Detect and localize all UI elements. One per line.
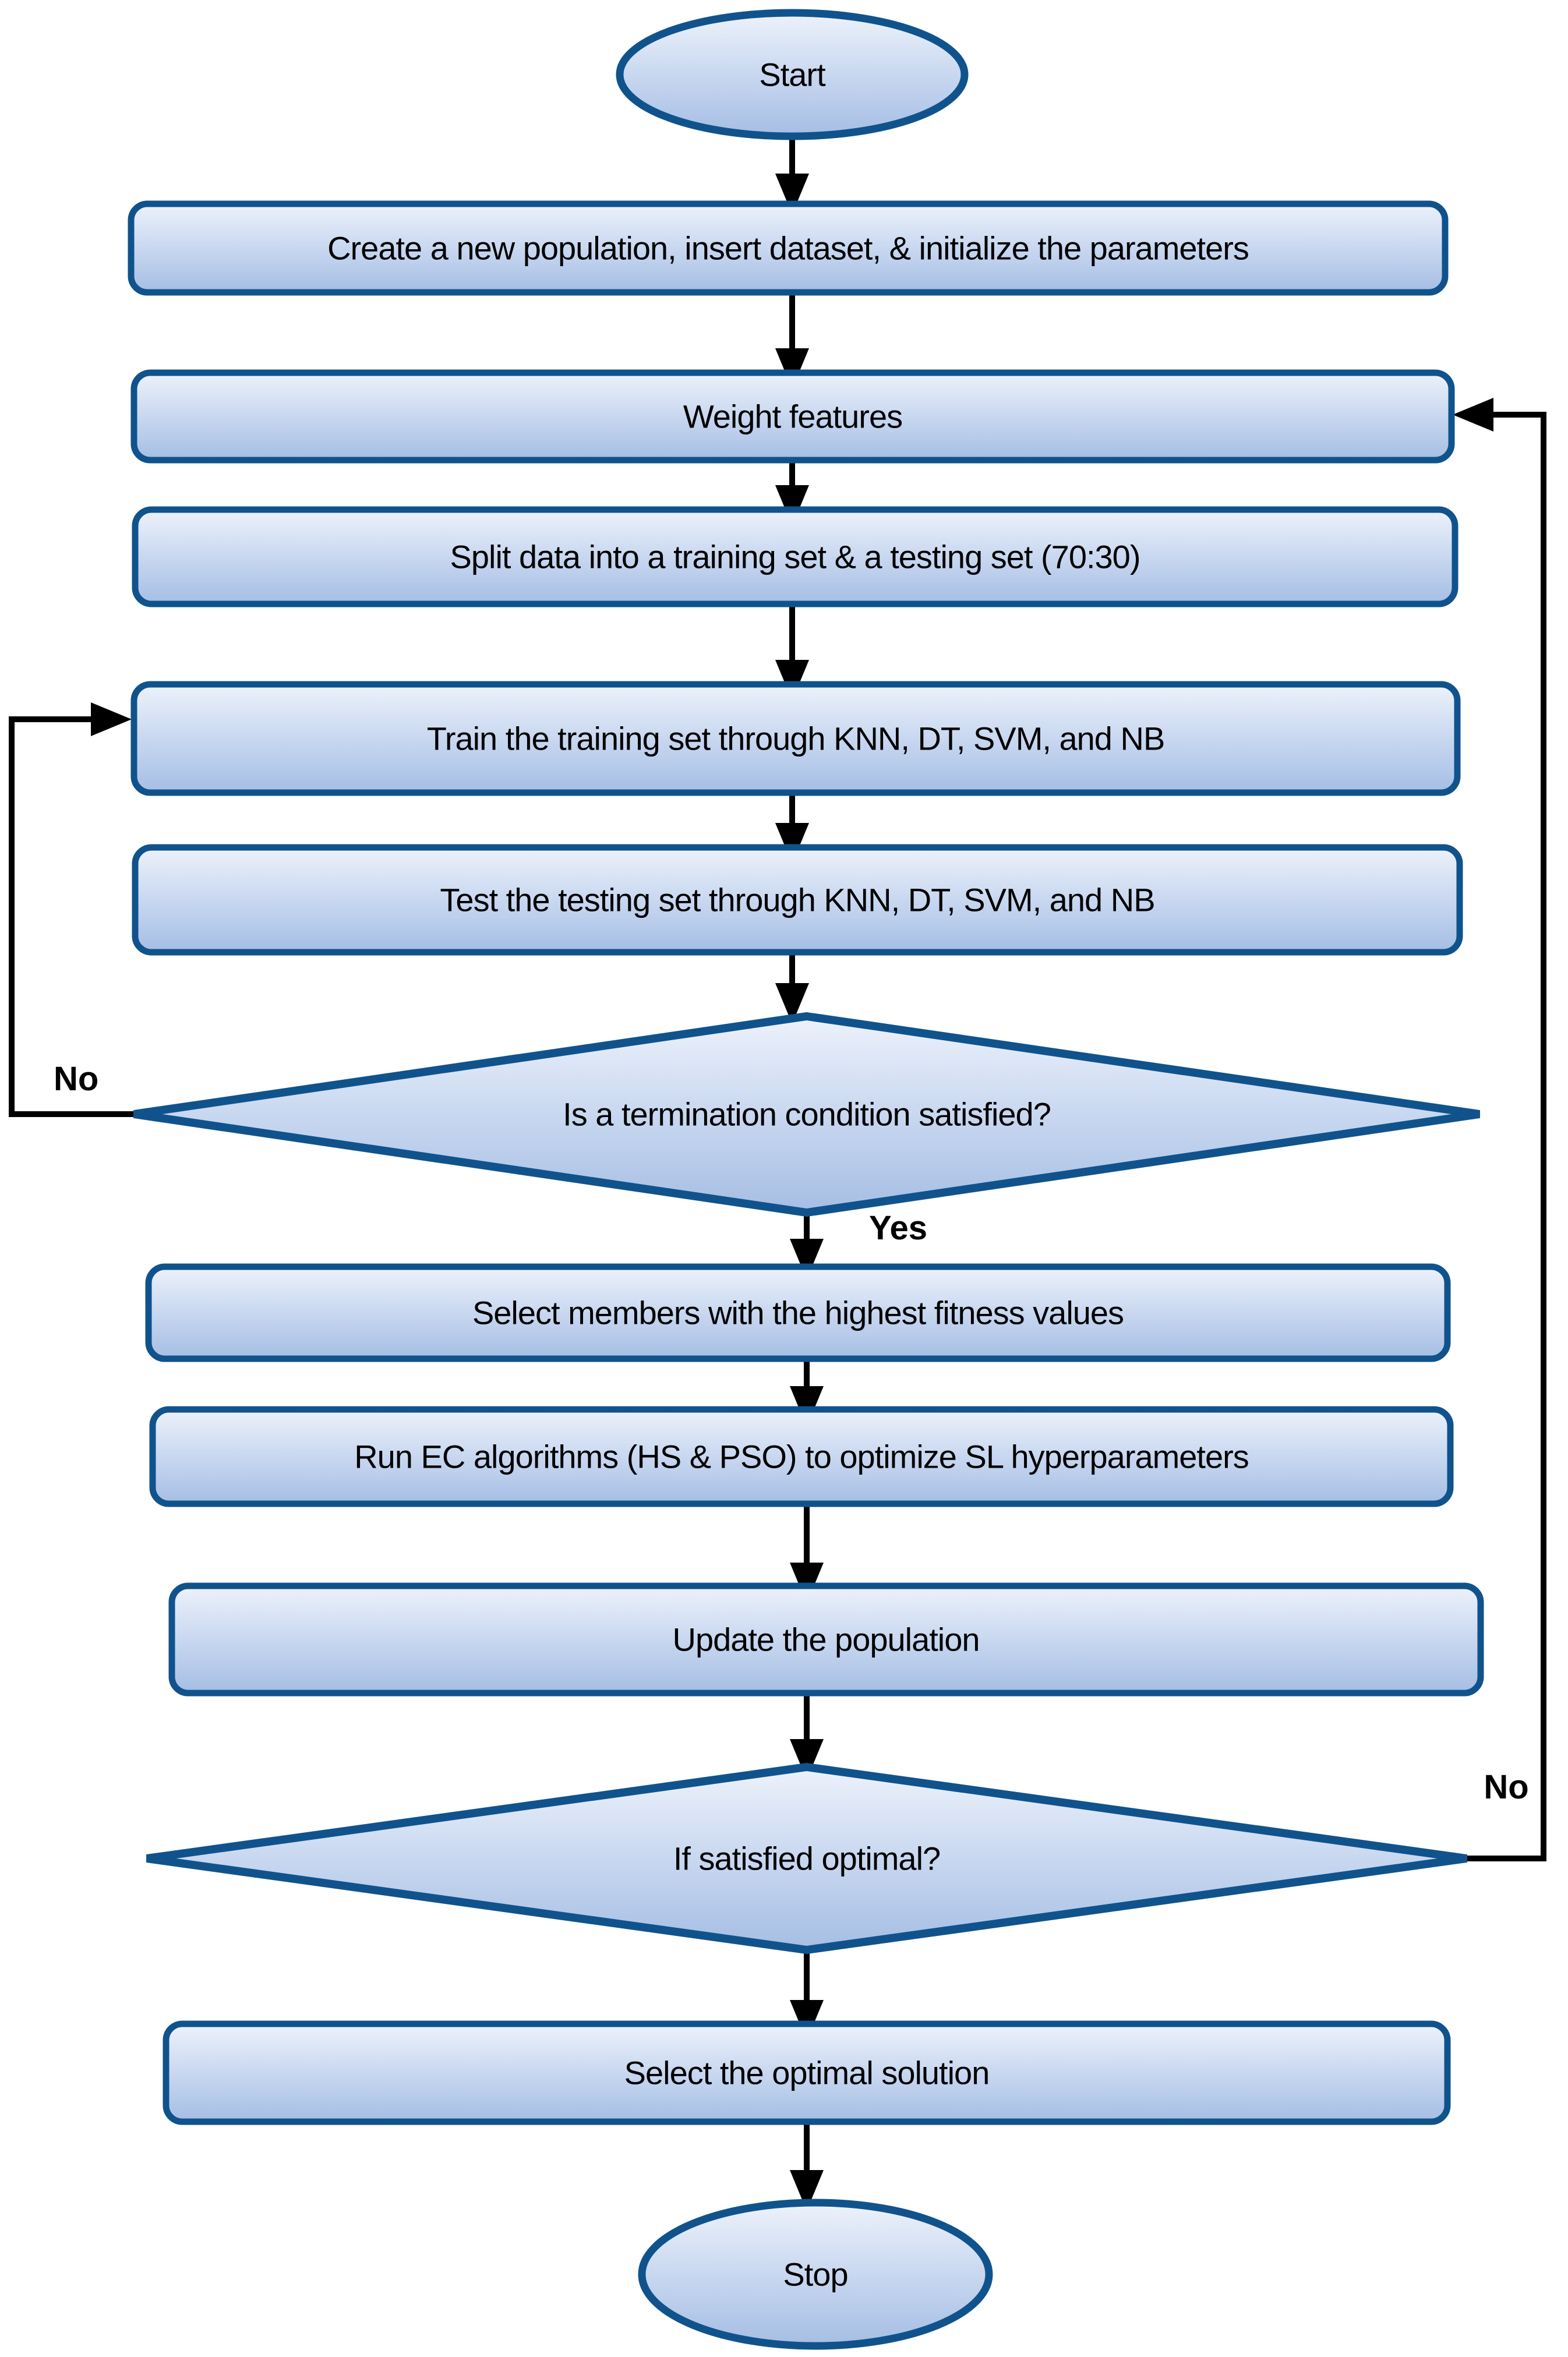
arrowhead-down-icon <box>775 983 809 1024</box>
connector-weight-to-split <box>775 460 809 526</box>
connector-yes-to-select-members <box>790 1213 824 1280</box>
node-optimal-decision: If satisfied optimal? <box>146 1762 1467 1955</box>
node-optimal-decision-label: If satisfied optimal? <box>673 1840 940 1877</box>
node-weight-features-label: Weight features <box>683 398 902 435</box>
node-split-data: Split data into a training set & a testi… <box>132 506 1458 607</box>
node-start-label: Start <box>759 56 826 93</box>
arrowhead-left-icon <box>1453 398 1493 432</box>
arrowhead-down-icon <box>790 2000 824 2041</box>
node-update-population: Update the population <box>168 1582 1484 1697</box>
arrowhead-down-icon <box>775 174 809 214</box>
node-update-population-label: Update the population <box>673 1621 980 1658</box>
arrowhead-down-icon <box>775 823 809 864</box>
arrowhead-down-icon <box>775 348 809 389</box>
node-select-optimal: Select the optimal solution <box>163 2020 1451 2125</box>
node-create-population: Create a new population, insert dataset,… <box>128 200 1449 296</box>
edge-label-no-termination: No <box>54 1060 98 1098</box>
node-stop-label: Stop <box>783 2256 847 2293</box>
node-run-ec-label: Run EC algorithms (HS & PSO) to optimize… <box>354 1439 1249 1475</box>
node-run-ec: Run EC algorithms (HS & PSO) to optimize… <box>149 1406 1454 1507</box>
node-stop: Stop <box>638 2199 993 2350</box>
node-weight-features: Weight features <box>130 369 1455 464</box>
connector-split-to-train <box>775 604 809 701</box>
node-select-members-label: Select members with the highest fitness … <box>472 1295 1124 1331</box>
arrowhead-down-icon <box>775 660 809 701</box>
node-select-members: Select members with the highest fitness … <box>145 1263 1451 1362</box>
arrowhead-right-icon <box>91 702 132 736</box>
connector-create-to-weight <box>775 292 809 389</box>
arrowhead-down-icon <box>790 2170 824 2211</box>
arrowhead-down-icon <box>790 1239 824 1280</box>
node-train: Train the training set through KNN, DT, … <box>130 681 1461 796</box>
arrowhead-down-icon <box>790 1739 824 1780</box>
node-start: Start <box>616 9 969 140</box>
node-train-label: Train the training set through KNN, DT, … <box>427 720 1165 757</box>
connector-no-termination-loop <box>9 702 134 1117</box>
connector-optimal-to-select-optimal <box>790 1950 824 2041</box>
node-test: Test the testing set through KNN, DT, SV… <box>132 844 1463 956</box>
connector-test-to-termination <box>775 952 809 1024</box>
node-test-label: Test the testing set through KNN, DT, SV… <box>440 882 1154 918</box>
connector-start-to-create <box>775 138 809 214</box>
connector-train-to-test <box>775 793 809 864</box>
edge-label-yes: Yes <box>869 1209 927 1247</box>
node-split-data-label: Split data into a training set & a testi… <box>450 539 1140 575</box>
connector-select-optimal-to-stop <box>790 2122 824 2211</box>
node-select-optimal-label: Select the optimal solution <box>624 2055 990 2091</box>
connector-update-to-optimal <box>790 1693 824 1780</box>
connector-no-optimal-loop <box>1453 398 1546 1861</box>
node-create-population-label: Create a new population, insert dataset,… <box>327 230 1249 267</box>
edge-label-no-optimal: No <box>1484 1768 1528 1806</box>
node-termination-decision-label: Is a termination condition satisfied? <box>563 1096 1051 1133</box>
node-termination-decision: Is a termination condition satisfied? <box>133 1012 1481 1217</box>
arrowhead-down-icon <box>775 485 809 526</box>
